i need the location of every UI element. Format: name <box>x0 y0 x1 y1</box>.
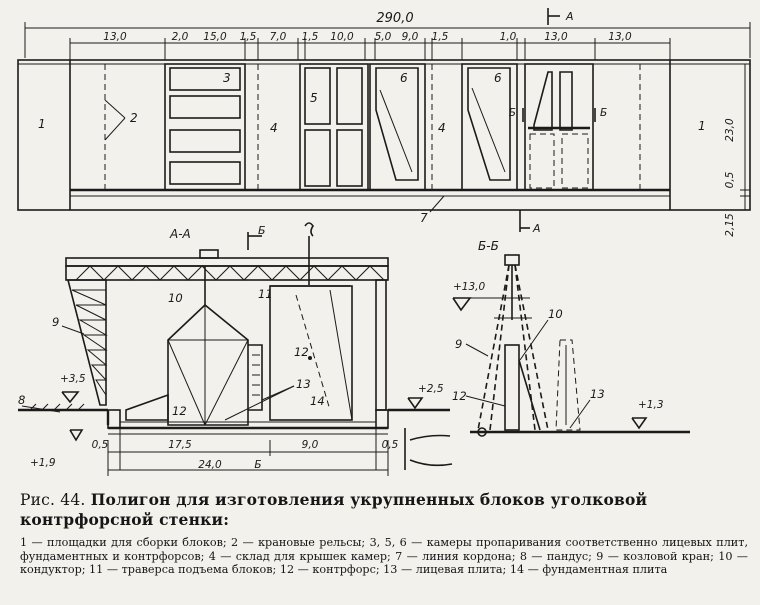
section-aa-mark-b: Б <box>258 224 266 237</box>
section-mark-b-left: Б <box>509 107 516 119</box>
dim-13-0-mid: 13,0 <box>544 31 568 43</box>
label-12-bb: 12 <box>452 389 467 403</box>
elev-plus-1-9: +1,9 <box>30 457 56 469</box>
dim-1-5-a: 1,5 <box>240 31 257 43</box>
dim-0-5-right: 0,5 <box>382 439 399 451</box>
label-2: 2 <box>130 111 138 125</box>
label-14: 14 <box>310 394 325 408</box>
dim-17-5: 17,5 <box>168 439 192 451</box>
section-aa-title: А-А <box>169 227 191 241</box>
plan-view: 290,0 А 13,0 2,0 15,0 1,5 <box>17 8 751 237</box>
label-8: 8 <box>18 393 25 407</box>
caption-title: Рис. 44. Полигон для изготовления укрупн… <box>20 490 748 530</box>
figure-legend: 1 — площадки для сборки блоков; 2 — кран… <box>20 536 748 576</box>
dim-23-0: 23,0 <box>724 118 736 142</box>
section-b-b: Б-Б +13,0 +1,3 9 10 12 13 <box>452 239 690 437</box>
label-4-right: 4 <box>438 121 446 135</box>
section-aa-bottom-mark: Б <box>254 459 261 471</box>
dim-15-0: 15,0 <box>203 31 227 43</box>
section-mark-a-top: А <box>565 10 574 23</box>
label-9-crane: 9 <box>52 315 59 329</box>
label-12-a: 12 <box>294 345 309 359</box>
dim-9-0-bottom: 9,0 <box>302 439 319 451</box>
dim-5-0: 5,0 <box>375 31 392 43</box>
dim-24-0: 24,0 <box>198 459 222 471</box>
label-6-b: 6 <box>494 71 502 85</box>
dim-0-5-left: 0,5 <box>92 439 109 451</box>
label-10-bb: 10 <box>548 307 563 321</box>
elev-plus-13-0: +13,0 <box>453 281 485 293</box>
section-bb-title: Б-Б <box>478 239 499 253</box>
dim-7-0: 7,0 <box>270 31 287 43</box>
dim-1-5-b: 1,5 <box>302 31 319 43</box>
section-mark-b-right: Б <box>600 107 607 119</box>
label-1-right: 1 <box>698 119 706 133</box>
label-3: 3 <box>223 71 231 85</box>
figure-title: Полигон для изготовления укрупненных бло… <box>20 490 648 529</box>
dim-13-0-right: 13,0 <box>608 31 632 43</box>
label-13: 13 <box>296 377 311 391</box>
label-6-a: 6 <box>400 71 408 85</box>
dim-1-0: 1,0 <box>500 31 517 43</box>
label-13-bb: 13 <box>590 387 605 401</box>
elev-plus-2-5: +2,5 <box>418 383 444 395</box>
label-10: 10 <box>168 291 183 305</box>
overall-dimension: 290,0 <box>376 11 413 26</box>
dim-10-0: 10,0 <box>330 31 354 43</box>
dim-2-15: 2,15 <box>724 213 736 237</box>
dim-2-0: 2,0 <box>172 31 189 43</box>
technical-drawing: 290,0 А 13,0 2,0 15,0 1,5 <box>17 8 751 476</box>
dim-9-0: 9,0 <box>402 31 419 43</box>
label-5: 5 <box>310 91 318 105</box>
section-a-a: А-А Б <box>18 222 453 476</box>
elev-plus-1-3: +1,3 <box>638 399 664 411</box>
label-4-left: 4 <box>270 121 278 135</box>
label-1-left: 1 <box>38 117 46 131</box>
figure-number: Рис. 44. <box>20 491 86 509</box>
elev-plus-3-5: +3,5 <box>60 373 86 385</box>
label-12-b: 12 <box>172 404 187 418</box>
figure-caption: Рис. 44. Полигон для изготовления укрупн… <box>20 490 748 577</box>
dim-0-5: 0,5 <box>724 171 736 188</box>
label-7: 7 <box>420 211 428 225</box>
dim-1-5-c: 1,5 <box>432 31 449 43</box>
label-11: 11 <box>258 287 273 301</box>
dim-13-0-left: 13,0 <box>103 31 127 43</box>
section-mark-a-bottom: А <box>532 222 541 235</box>
label-9-bb: 9 <box>455 337 462 351</box>
